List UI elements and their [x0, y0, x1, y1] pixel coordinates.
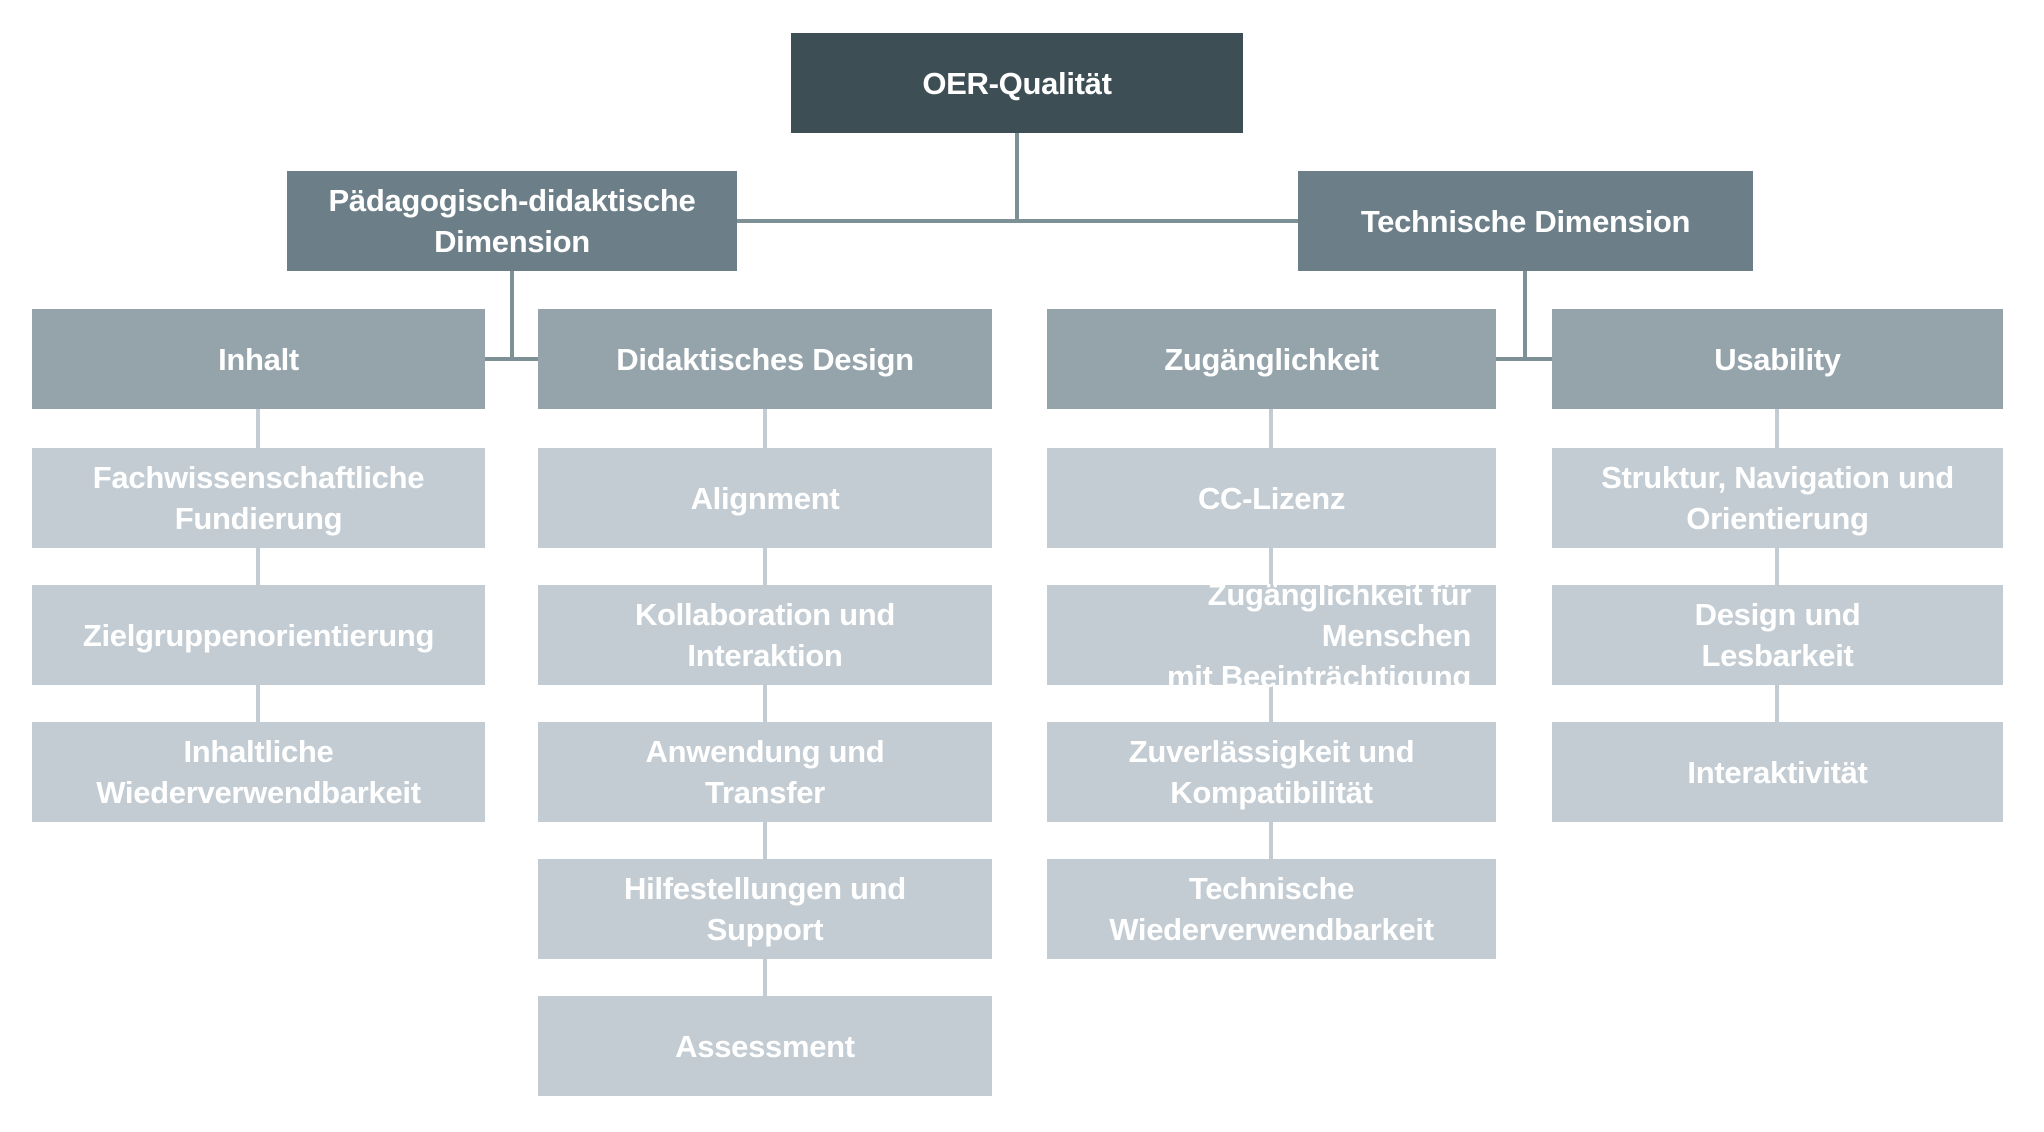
connector-col3-seg4: [1269, 822, 1273, 859]
node-assessment: Assessment: [538, 996, 992, 1096]
connector-col4-seg1: [1775, 409, 1779, 448]
node-zuverlaessigkeit-und-kompatibilitaet: Zuverlässigkeit und Kompatibilität: [1047, 722, 1496, 822]
node-inhalt: Inhalt: [32, 309, 485, 409]
connector-col2-seg4: [763, 822, 767, 859]
connector-col4-seg2: [1775, 548, 1779, 585]
connector-col1-seg3: [256, 685, 260, 722]
node-alignment: Alignment: [538, 448, 992, 548]
node-cc-lizenz: CC-Lizenz: [1047, 448, 1496, 548]
node-oer-qualitaet: OER-Qualität: [791, 33, 1243, 133]
node-zugaenglichkeit-fuer-menschen-mit-beeintraechtigung: Zugänglichkeit für Menschen mit Beeinträ…: [1047, 577, 1496, 694]
connector-dimensions-horizontal: [737, 219, 1298, 223]
node-usability: Usability: [1552, 309, 2003, 409]
connector-col4-seg3: [1775, 685, 1779, 722]
node-design-und-lesbarkeit: Design und Lesbarkeit: [1552, 585, 2003, 685]
connector-col2-seg3: [763, 685, 767, 722]
connector-col1-col2-horizontal: [485, 357, 538, 361]
node-fachwissenschaftliche-fundierung: Fachwissenschaftliche Fundierung: [32, 448, 485, 548]
node-struktur-navigation-und-orientierung: Struktur, Navigation und Orientierung: [1552, 448, 2003, 548]
node-zugaenglichkeit: Zugänglichkeit: [1047, 309, 1496, 409]
node-didaktisches-design: Didaktisches Design: [538, 309, 992, 409]
connector-col3-col4-horizontal: [1496, 357, 1552, 361]
node-anwendung-und-transfer: Anwendung und Transfer: [538, 722, 992, 822]
connector-col1-seg2: [256, 548, 260, 585]
connector-col2-seg2: [763, 548, 767, 585]
connector-col3-seg1: [1269, 409, 1273, 448]
node-hilfestellungen-und-support: Hilfestellungen und Support: [538, 859, 992, 959]
connector-col3-seg3: [1269, 685, 1273, 722]
node-paedagogisch-didaktische-dimension: Pädagogisch-didaktische Dimension: [287, 171, 737, 271]
node-technische-dimension: Technische Dimension: [1298, 171, 1753, 271]
node-inhaltliche-wiederverwendbarkeit: Inhaltliche Wiederverwendbarkeit: [32, 722, 485, 822]
node-kollaboration-und-interaktion: Kollaboration und Interaktion: [538, 585, 992, 685]
connector-dim1-down: [510, 271, 514, 361]
node-technische-wiederverwendbarkeit: Technische Wiederverwendbarkeit: [1047, 859, 1496, 959]
connector-root-down: [1015, 133, 1019, 223]
connector-dim2-down: [1523, 271, 1527, 361]
connector-col2-seg1: [763, 409, 767, 448]
connector-col2-seg5: [763, 959, 767, 996]
node-interaktivitaet: Interaktivität: [1552, 722, 2003, 822]
connector-col3-seg2: [1269, 548, 1273, 585]
node-zielgruppenorientierung: Zielgruppenorientierung: [32, 585, 485, 685]
connector-col1-seg1: [256, 409, 260, 448]
